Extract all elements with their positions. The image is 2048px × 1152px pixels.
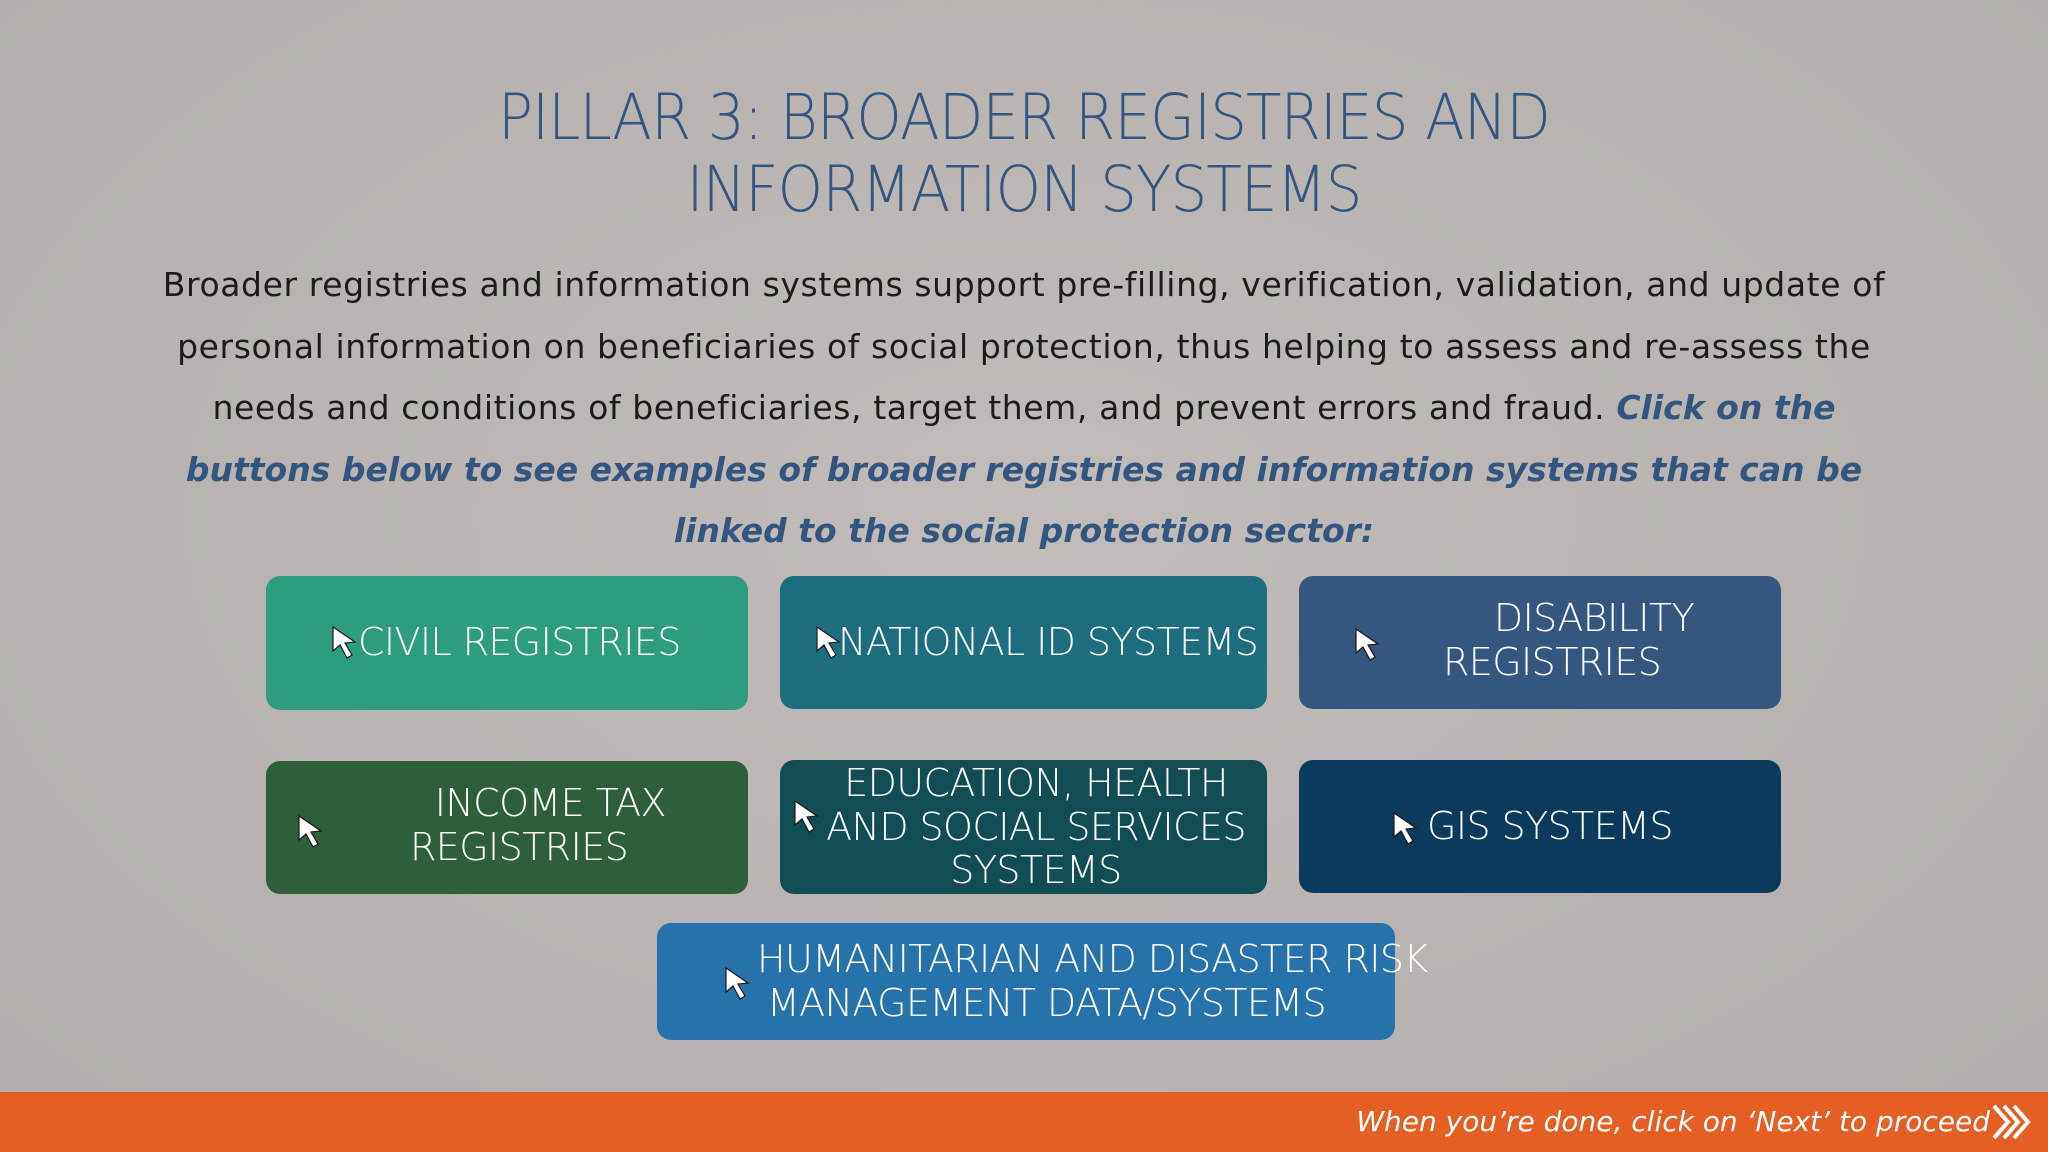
humanitarian-label: HUMANITARIAN AND DISASTER RISK MANAGEMEN… <box>757 937 1428 1025</box>
title-line-2: INFORMATION SYSTEMS <box>686 153 1362 226</box>
gis-systems-label: GIS SYSTEMS <box>1427 804 1673 848</box>
civil-registries-button[interactable]: CIVIL REGISTRIES <box>266 576 748 710</box>
education-label-line-1: EDUCATION, HEALTH <box>844 761 1228 805</box>
cursor-icon <box>725 966 750 1000</box>
description-text: Broader registries and information syste… <box>162 265 1886 427</box>
cursor-icon <box>1355 627 1380 661</box>
civil-registries-label: CIVIL REGISTRIES <box>358 620 681 664</box>
income-tax-registries-label: INCOME TAX REGISTRIES <box>396 781 667 869</box>
disability-label-line-1: DISABILITY <box>1493 596 1695 640</box>
instruction-text: Click on the buttons below to see exampl… <box>185 388 1863 550</box>
national-id-systems-label: NATIONAL ID SYSTEMS <box>838 620 1259 664</box>
slide-description: Broader registries and information syste… <box>150 254 1898 562</box>
education-health-social-services-button[interactable]: EDUCATION, HEALTH AND SOCIAL SERVICES SY… <box>780 760 1267 894</box>
income-tax-label-line-2: REGISTRIES <box>410 825 629 869</box>
education-label-line-2: AND SOCIAL SERVICES <box>826 804 1246 849</box>
disability-registries-label: DISABILITY REGISTRIES <box>1429 596 1759 684</box>
cursor-icon <box>816 625 841 659</box>
footer-instruction: When you’re done, click on ‘Next’ to pro… <box>1356 1105 1990 1138</box>
disability-registries-button[interactable]: DISABILITY REGISTRIES <box>1299 576 1781 709</box>
cursor-icon <box>1393 811 1418 845</box>
slide-title: PILLAR 3: BROADER REGISTRIES AND INFORMA… <box>380 82 1668 226</box>
gis-systems-button[interactable]: GIS SYSTEMS <box>1299 760 1781 893</box>
title-line-1: PILLAR 3: BROADER REGISTRIES AND <box>497 81 1551 154</box>
cursor-icon <box>298 814 323 848</box>
income-tax-label-line-1: INCOME TAX <box>434 781 667 825</box>
humanitarian-label-line-2: MANAGEMENT DATA/SYSTEMS <box>767 981 1327 1025</box>
education-label-line-3: SYSTEMS <box>950 848 1122 892</box>
income-tax-registries-button[interactable]: INCOME TAX REGISTRIES <box>266 761 748 894</box>
humanitarian-label-line-1: HUMANITARIAN AND DISASTER RISK <box>757 937 1428 981</box>
education-health-label: EDUCATION, HEALTH AND SOCIAL SERVICES SY… <box>816 761 1256 893</box>
double-chevron-right-icon[interactable] <box>1990 1102 2034 1142</box>
national-id-systems-button[interactable]: NATIONAL ID SYSTEMS <box>780 576 1267 709</box>
footer-bar: When you’re done, click on ‘Next’ to pro… <box>0 1092 2048 1152</box>
cursor-icon <box>332 625 357 659</box>
humanitarian-disaster-risk-button[interactable]: HUMANITARIAN AND DISASTER RISK MANAGEMEN… <box>657 923 1428 1040</box>
cursor-icon <box>794 799 819 833</box>
disability-label-line-2: REGISTRIES <box>1443 640 1662 684</box>
